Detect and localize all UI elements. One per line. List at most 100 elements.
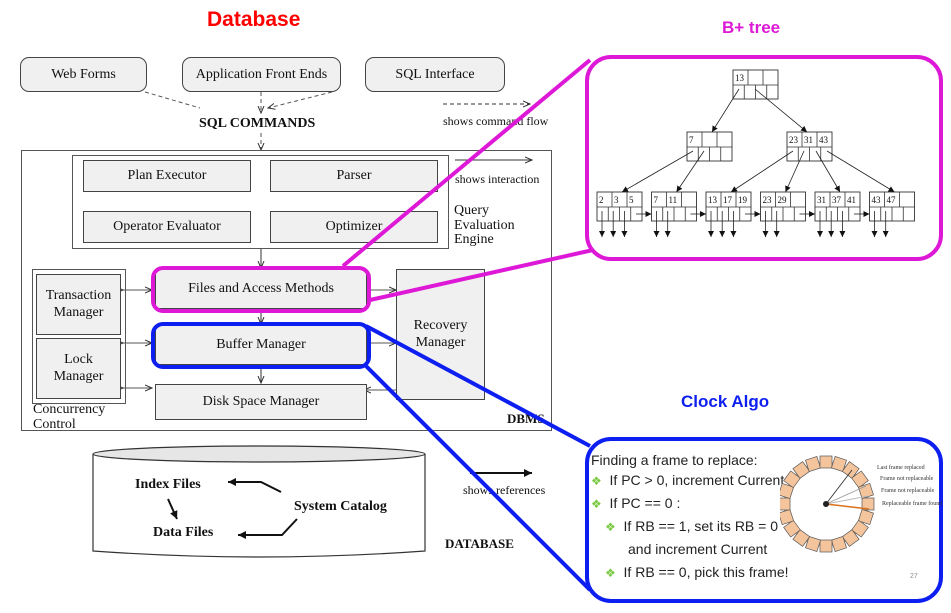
parser: Parser [270, 160, 438, 192]
bplus-leaf-node: 23 29 [760, 191, 806, 222]
buffer-frame [805, 535, 822, 552]
bplus-pointer [785, 150, 805, 193]
bplus-key: 37 [832, 195, 842, 205]
files-access-highlight [151, 266, 371, 313]
buffer-frame [851, 519, 869, 538]
clock-hand [825, 469, 853, 505]
bplus-key: 17 [723, 195, 733, 205]
clock-hand [825, 495, 869, 505]
bplus-key: 3 [614, 195, 619, 205]
flow-sqlinterface [268, 91, 333, 108]
bplus-key: 23 [763, 195, 773, 205]
operator-evaluator: Operator Evaluator [83, 211, 251, 243]
buffer-manager: Buffer Manager [155, 325, 367, 365]
clock-bullet: ❖ If PC == 0 : [591, 495, 681, 511]
client-web-forms: Web Forms [20, 57, 147, 92]
bplus-tree-title: B+ tree [722, 18, 781, 37]
cylinder-top [92, 445, 426, 463]
clock-annotation: Frame not replaceable [881, 488, 935, 494]
bplus-pointer [730, 150, 794, 193]
buffer-frame [861, 497, 875, 511]
buffer-frame [792, 529, 811, 547]
buffer-frame [780, 508, 795, 525]
index-files: Index Files [135, 477, 201, 492]
bplus-key: 13 [735, 73, 745, 83]
query-evaluation-engine-label: Query Evaluation Engine [454, 203, 515, 248]
buffer-frame [819, 539, 833, 553]
slide-number: 27 [910, 573, 918, 580]
diamond-bullet-icon: ❖ [591, 497, 602, 511]
dbms-label: DBMS [507, 411, 545, 426]
legend-references: shows references [463, 483, 546, 497]
buffer-frame [783, 470, 801, 489]
bplus-key: 19 [738, 195, 748, 205]
bplus-pointer [621, 150, 694, 193]
buffer-frame [830, 456, 847, 473]
flow-webforms [144, 91, 201, 109]
data-files: Data Files [153, 525, 214, 540]
sql-commands-label: SQL COMMANDS [199, 116, 316, 131]
database-label: DATABASE [445, 536, 514, 551]
bplus-pointer [826, 150, 895, 193]
clock-algo-panel [585, 437, 943, 603]
buffer-manager-highlight [151, 322, 371, 369]
clock-center [823, 501, 829, 507]
buffer-frame [819, 455, 833, 469]
buffer-frame [830, 535, 847, 552]
clock-hand [825, 503, 870, 510]
bplus-root-node: 13 [732, 69, 779, 100]
bplus-key: 7 [689, 135, 694, 145]
clock-bullet: ❖ If PC > 0, increment Current [591, 472, 785, 488]
bplus-key: 43 [872, 195, 882, 205]
bplus-pointer [754, 88, 808, 133]
bplus-key: 41 [847, 195, 856, 205]
bplus-key: 13 [708, 195, 718, 205]
bplus-leaf-node: 31 37 41 [814, 191, 861, 222]
plan-executor: Plan Executor [83, 160, 251, 192]
clock-sub-bullet: ❖ If RB == 1, set its RB = 0 [605, 518, 779, 534]
buffer-frame [792, 461, 811, 479]
clock-hand [825, 485, 867, 505]
diamond-bullet-icon: ❖ [591, 474, 602, 488]
legend-command-flow: shows command flow [443, 114, 549, 128]
diamond-bullet-icon: ❖ [605, 520, 616, 534]
bplus-leaf-node: 43 47 [869, 191, 915, 222]
buffer-frame [841, 529, 860, 547]
bplus-pointer [815, 150, 841, 193]
buffer-frame [851, 470, 869, 489]
buffer-frame [783, 519, 801, 538]
bplus-key: 43 [819, 135, 829, 145]
bplus-internal-node: 23 31 43 [786, 131, 833, 162]
disk-space-manager: Disk Space Manager [155, 384, 367, 420]
bplus-pointer [711, 88, 740, 133]
bplus-key: 7 [654, 195, 659, 205]
buffer-frame [805, 456, 822, 473]
bplus-internal-node: 7 [686, 131, 733, 162]
bplus-key: 5 [629, 195, 634, 205]
legend-interaction: shows interaction [455, 172, 540, 186]
clock-sub-bullet-continuation: and increment Current [628, 541, 768, 557]
buffer-frame [857, 508, 874, 525]
client-sql-interface: SQL Interface [365, 57, 505, 92]
bplus-key: 47 [887, 195, 897, 205]
bplus-key: 31 [817, 195, 826, 205]
bplus-key: 2 [599, 195, 604, 205]
client-application-front-ends: Application Front Ends [182, 57, 341, 92]
buffer-frame [841, 461, 860, 479]
clock-algo-title: Clock Algo [681, 392, 770, 411]
optimizer: Optimizer [270, 211, 438, 243]
buffer-frame [780, 483, 795, 500]
bplus-key: 29 [778, 195, 788, 205]
clock-heading: Finding a frame to replace: [591, 452, 758, 468]
concurrency-control-frame [32, 269, 126, 404]
bplus-key: 31 [804, 135, 813, 145]
bplus-key: 23 [789, 135, 799, 145]
bplus-leaf-node: 13 17 19 [705, 191, 752, 222]
bplus-pointer [676, 150, 705, 193]
